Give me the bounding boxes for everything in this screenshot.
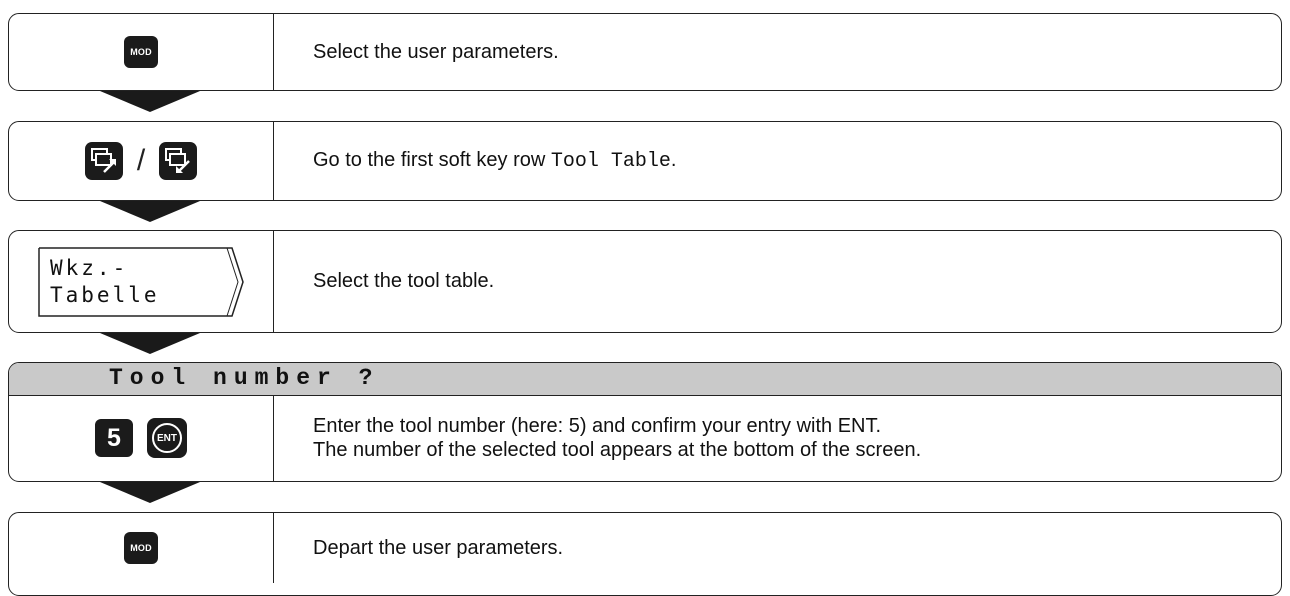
enter-key[interactable]: ENT bbox=[147, 418, 187, 458]
key-separator: / bbox=[136, 144, 146, 177]
step-2-key-cell: / bbox=[9, 122, 274, 200]
step-2-description: Go to the first soft key row Tool Table. bbox=[313, 122, 1271, 200]
step-3-box: Wkz.- Tabelle Select the tool table. bbox=[8, 230, 1282, 333]
step-4-box: Tool number ? 5 ENT Enter the tool numbe… bbox=[8, 362, 1282, 482]
page-down-icon[interactable] bbox=[159, 142, 198, 180]
step-4-text-line-2: The number of the selected tool appears … bbox=[313, 439, 922, 461]
step-3-key-cell: Wkz.- Tabelle bbox=[9, 231, 274, 332]
step-1-key-cell: MOD bbox=[9, 14, 274, 90]
step-1-description: Select the user parameters. bbox=[313, 14, 1271, 90]
softkey-line-2: Tabelle bbox=[50, 282, 160, 307]
down-arrow-2 bbox=[100, 201, 200, 222]
down-arrow-1 bbox=[100, 91, 200, 112]
step-2-text-prefix: Go to the first soft key row bbox=[313, 149, 551, 171]
step-2-text: Go to the first soft key row Tool Table. bbox=[313, 148, 1271, 174]
softkey-label: Wkz.- Tabelle bbox=[50, 255, 160, 309]
tool-table-softkey[interactable]: Wkz.- Tabelle bbox=[38, 246, 244, 317]
down-arrow-4 bbox=[100, 482, 200, 503]
step-5-description: Depart the user parameters. bbox=[313, 513, 1271, 583]
step-2-box: / Go to the first soft key row Tool Tabl… bbox=[8, 121, 1282, 201]
step-2-text-suffix: . bbox=[670, 149, 677, 171]
enter-key-label: ENT bbox=[152, 423, 182, 453]
step-4-key-cell: 5 ENT bbox=[9, 395, 274, 481]
page-up-icon[interactable] bbox=[84, 142, 123, 180]
step-1-box: MOD Select the user parameters. bbox=[8, 13, 1282, 91]
step-4-description: Enter the tool number (here: 5) and conf… bbox=[313, 395, 1271, 481]
dialog-prompt: Tool number ? bbox=[109, 365, 380, 391]
down-arrow-3 bbox=[100, 333, 200, 354]
step-2-softkey-row-name: Tool Table bbox=[550, 150, 671, 173]
mod-key[interactable]: MOD bbox=[124, 36, 158, 68]
step-3-text: Select the tool table. bbox=[313, 270, 495, 292]
step-4-text-line-1: Enter the tool number (here: 5) and conf… bbox=[313, 415, 882, 437]
softkey-line-1: Wkz.- bbox=[50, 255, 129, 280]
number-5-key[interactable]: 5 bbox=[95, 419, 133, 457]
dialog-prompt-bar: Tool number ? bbox=[9, 363, 1281, 396]
mod-key-exit[interactable]: MOD bbox=[124, 532, 158, 564]
step-5-key-cell: MOD bbox=[9, 513, 274, 583]
step-5-text: Depart the user parameters. bbox=[313, 536, 564, 559]
step-5-box: MOD Depart the user parameters. bbox=[8, 512, 1282, 596]
step-3-description: Select the tool table. bbox=[313, 231, 1271, 332]
step-1-text: Select the user parameters. bbox=[313, 40, 559, 63]
